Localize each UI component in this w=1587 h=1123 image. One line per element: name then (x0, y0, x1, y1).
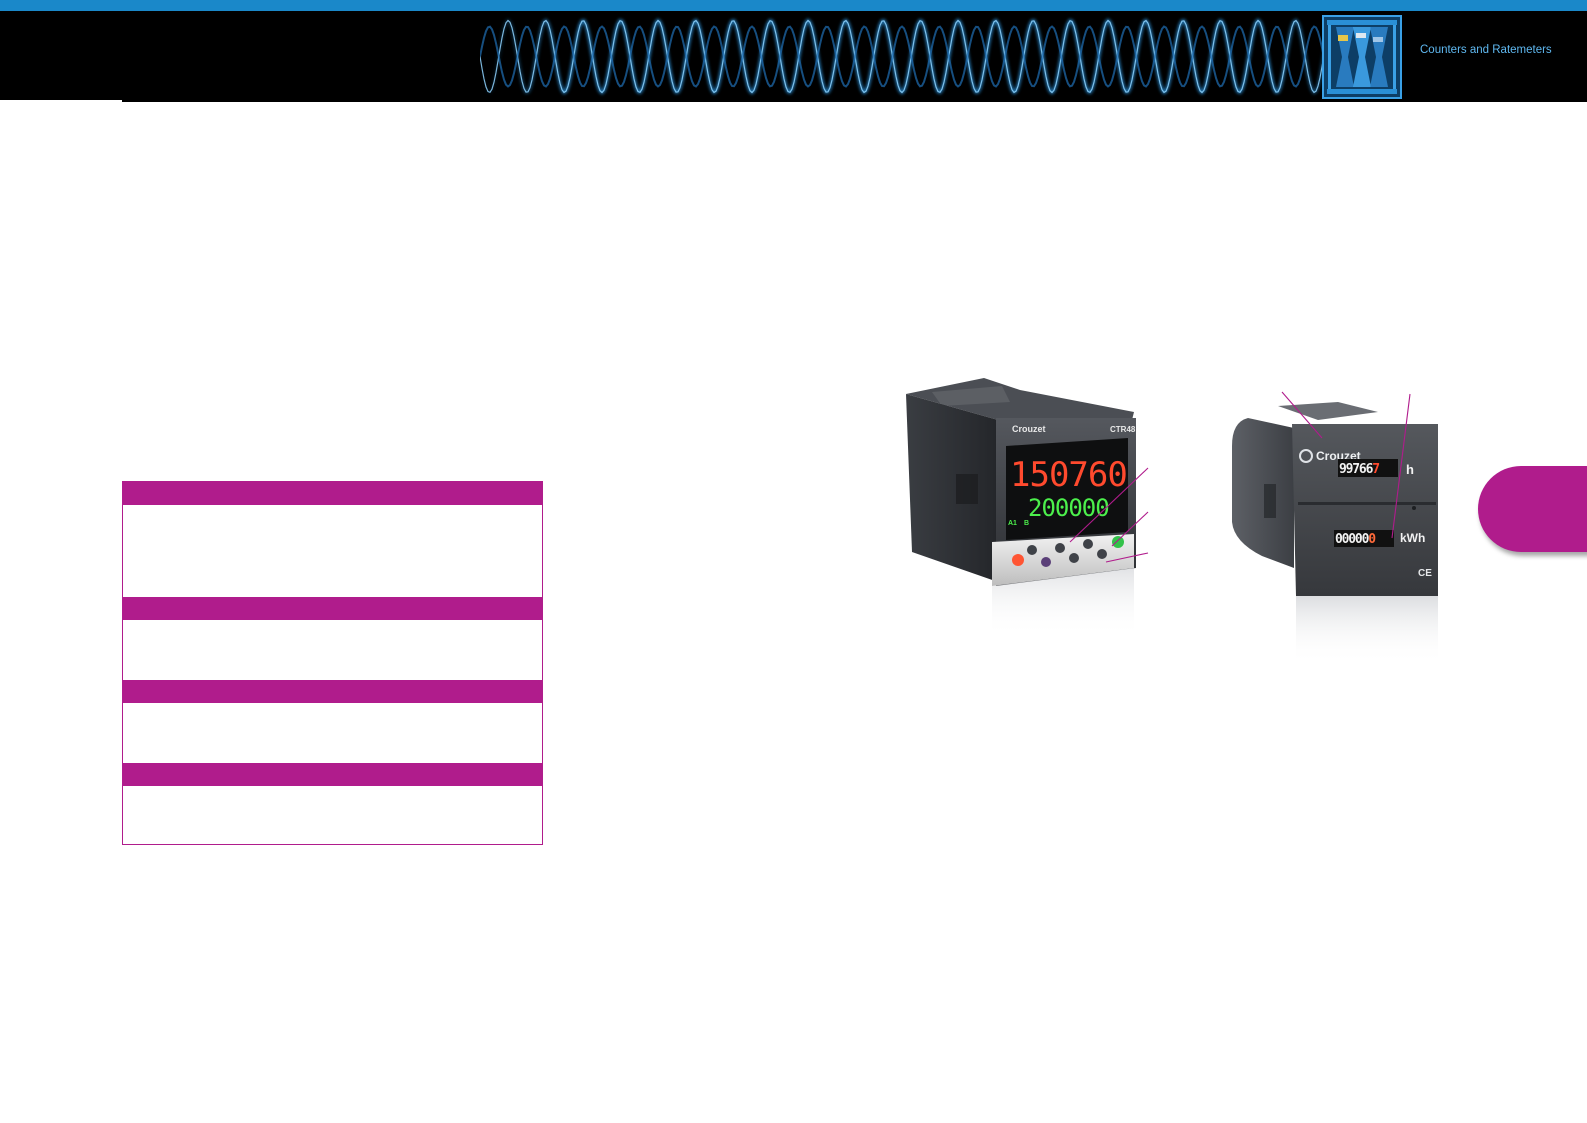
hour-digit: 7 (1352, 462, 1359, 477)
energy-counter-window: 000000 (1334, 530, 1394, 547)
energy-digit: 0 (1342, 532, 1350, 547)
svg-text:997667: 997667 (1339, 462, 1379, 477)
svg-text:000000: 000000 (1335, 532, 1376, 547)
header-strip (0, 100, 122, 103)
key-icon (1069, 553, 1079, 563)
counter-indicator-a1: A1 (1008, 520, 1017, 527)
hour-digit: 6 (1359, 462, 1367, 477)
energy-unit: kWh (1400, 531, 1425, 545)
energy-digit: 0 (1362, 532, 1370, 547)
hour-digit: 9 (1346, 462, 1353, 477)
brand-logo-icon (1299, 449, 1313, 463)
table-header-bar (123, 482, 542, 505)
table-header-bar (123, 680, 542, 703)
enter-key-icon (1112, 536, 1124, 548)
waveform-graphic (480, 18, 1360, 95)
key-icon (1083, 539, 1093, 549)
key-icon (1055, 543, 1065, 553)
product-image-counter: Crouzet CTR48 150760 200000 A1 B (906, 378, 1136, 637)
hours-unit: h (1406, 462, 1414, 477)
key-icon (1097, 549, 1107, 559)
counter-indicator-b: B (1024, 520, 1029, 527)
counter-brand: Crouzet (1012, 424, 1046, 434)
energy-digit: 0 (1368, 532, 1376, 547)
reset-key-icon (1012, 554, 1024, 566)
table-header-bar (123, 763, 542, 786)
product-image-meter: Crouzet 997667 h 000000 kWh CE (1232, 402, 1438, 664)
ce-mark-icon: CE (1418, 568, 1432, 579)
key-icon (1027, 545, 1037, 555)
hour-digit: 6 (1366, 462, 1374, 477)
key-icon (1041, 557, 1051, 567)
energy-digit: 0 (1348, 532, 1356, 547)
section-title: Counters and Ratemeters (1420, 44, 1552, 56)
hour-digit: 9 (1339, 462, 1346, 477)
hour-counter-window: 997667 (1338, 459, 1398, 477)
table-header-bar (123, 597, 542, 620)
hour-digit: 7 (1372, 462, 1379, 477)
counter-display-bottom: 200000 (1028, 494, 1109, 522)
counter-display-top: 150760 (1010, 455, 1127, 495)
header-top-line (0, 0, 1587, 11)
hourglass-icon (1322, 15, 1402, 99)
counter-model: CTR48 (1110, 425, 1136, 434)
spec-table (122, 481, 543, 845)
energy-digit: 0 (1335, 532, 1343, 547)
chapter-tab (1478, 466, 1587, 552)
energy-digit: 0 (1355, 532, 1363, 547)
led-indicator-icon (1412, 506, 1416, 510)
